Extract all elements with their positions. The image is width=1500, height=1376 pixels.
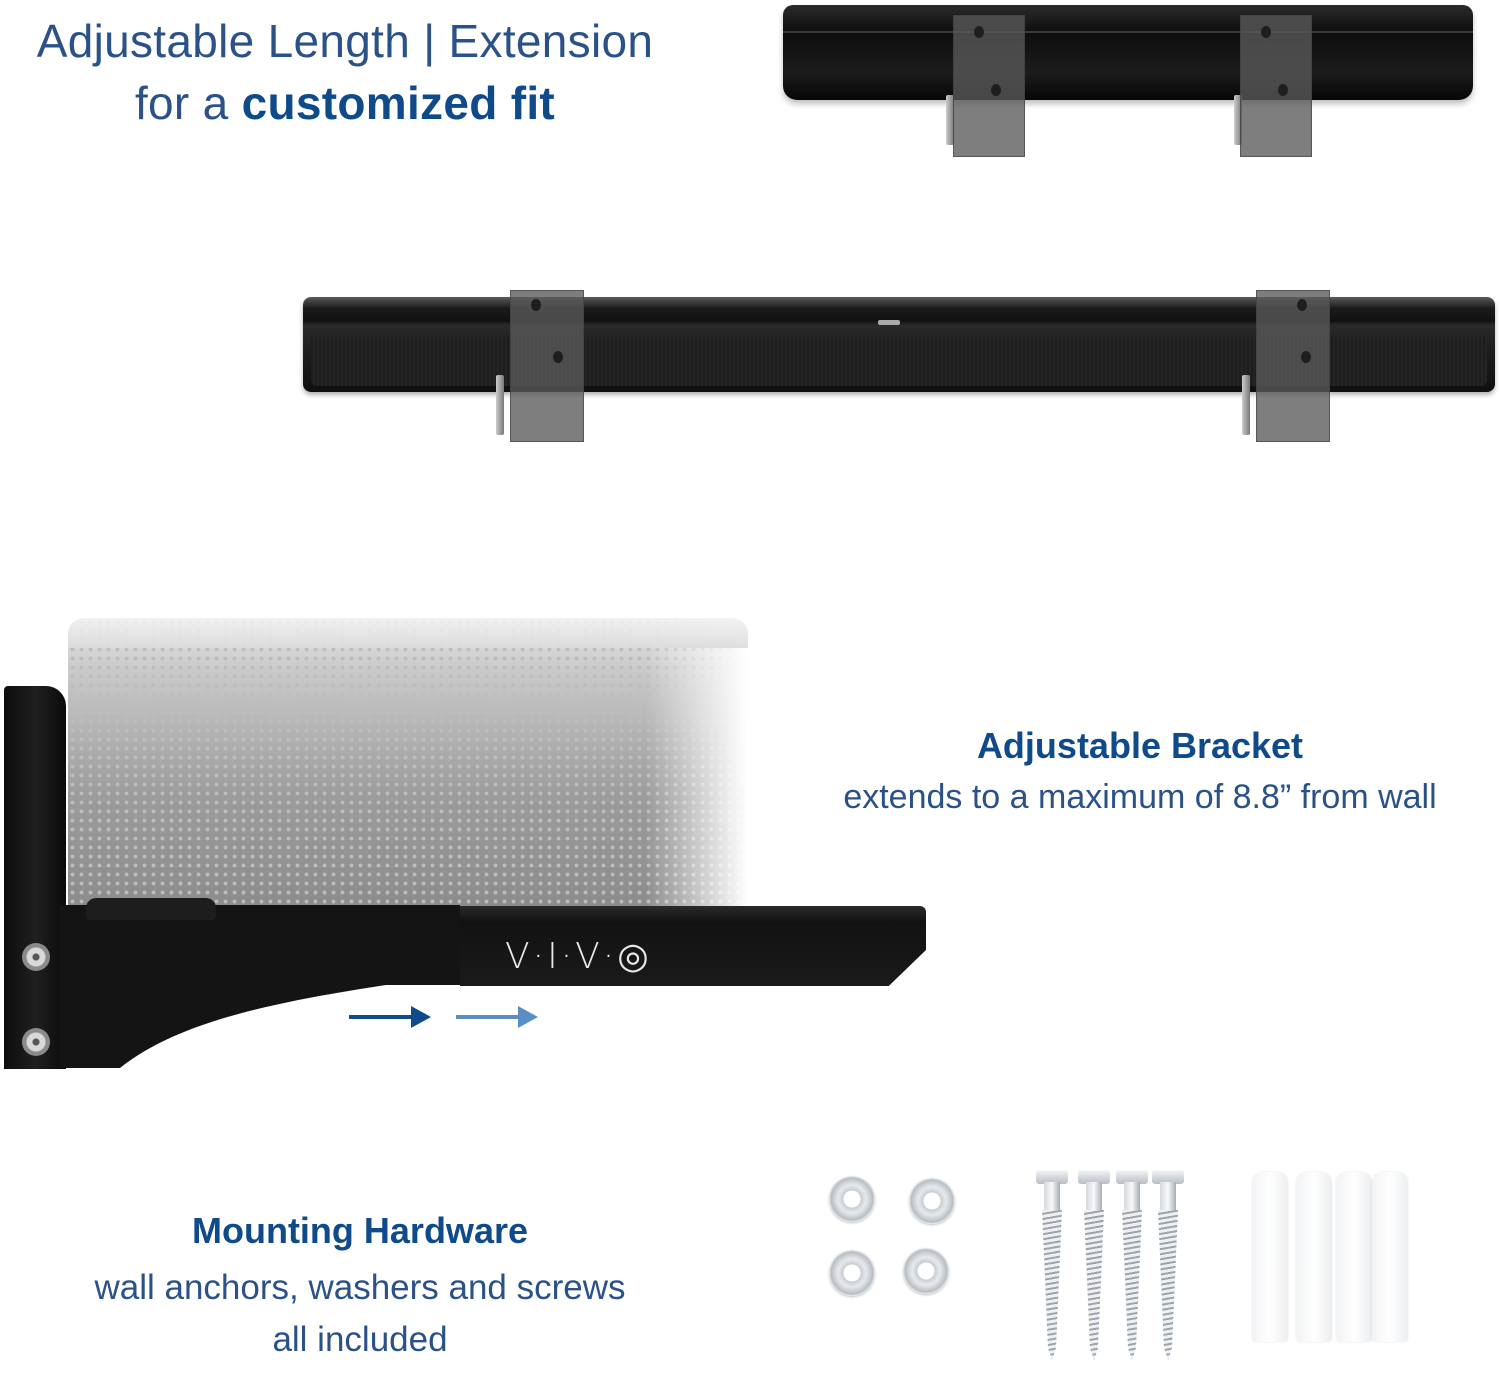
bracket-hook bbox=[496, 375, 504, 435]
bracket-clip-left bbox=[510, 290, 584, 442]
bracket-clip-left bbox=[953, 15, 1025, 157]
bracket-hook bbox=[946, 95, 954, 145]
speaker-image bbox=[68, 618, 748, 913]
screw-icon bbox=[1116, 1170, 1148, 1365]
bolt-icon bbox=[22, 1028, 50, 1056]
bolt-icon bbox=[22, 943, 50, 971]
bracket-hook bbox=[1242, 375, 1250, 435]
speaker-top bbox=[68, 618, 748, 648]
headline-line2: for a customized fit bbox=[134, 77, 556, 129]
arrow-right-icon bbox=[456, 1006, 538, 1028]
washer-icon bbox=[909, 1178, 955, 1224]
wall-anchor-icon bbox=[1252, 1172, 1288, 1342]
washer-icon bbox=[829, 1250, 875, 1296]
wall-anchor-icon bbox=[1296, 1172, 1332, 1342]
wall-anchor-icon bbox=[1372, 1172, 1408, 1342]
washer-icon bbox=[829, 1176, 875, 1222]
screw-icon bbox=[1078, 1170, 1110, 1365]
bracket-clip-right bbox=[1240, 15, 1312, 157]
bracket-wall-plate bbox=[4, 686, 66, 1069]
feature-title-bracket: Adjustable Bracket bbox=[976, 725, 1304, 766]
washer-icon bbox=[903, 1248, 949, 1294]
screw-icon bbox=[1036, 1170, 1068, 1365]
vivo-logo: V·I·V·◎ bbox=[505, 936, 652, 977]
soundbar-thick-image bbox=[783, 5, 1473, 100]
bracket-extension-slider bbox=[460, 906, 926, 986]
bracket-hook bbox=[1234, 95, 1242, 145]
screw-icon bbox=[1152, 1170, 1184, 1365]
feature-subtitle-hardware: wall anchors, washers and screws all inc… bbox=[94, 1268, 626, 1359]
headline: Adjustable Length | Extension for a cust… bbox=[0, 10, 690, 134]
arrow-right-icon bbox=[349, 1006, 431, 1028]
bracket-stop-tab bbox=[86, 898, 216, 920]
bracket-clip-right bbox=[1256, 290, 1330, 442]
headline-line1: Adjustable Length | Extension bbox=[36, 15, 654, 67]
wall-anchor-icon bbox=[1336, 1172, 1372, 1342]
brand-badge bbox=[878, 320, 900, 325]
headline-bold: customized fit bbox=[241, 77, 556, 129]
feature-subtitle-bracket: extends to a maximum of 8.8” from wall bbox=[843, 778, 1437, 816]
feature-title-hardware: Mounting Hardware bbox=[191, 1210, 528, 1251]
